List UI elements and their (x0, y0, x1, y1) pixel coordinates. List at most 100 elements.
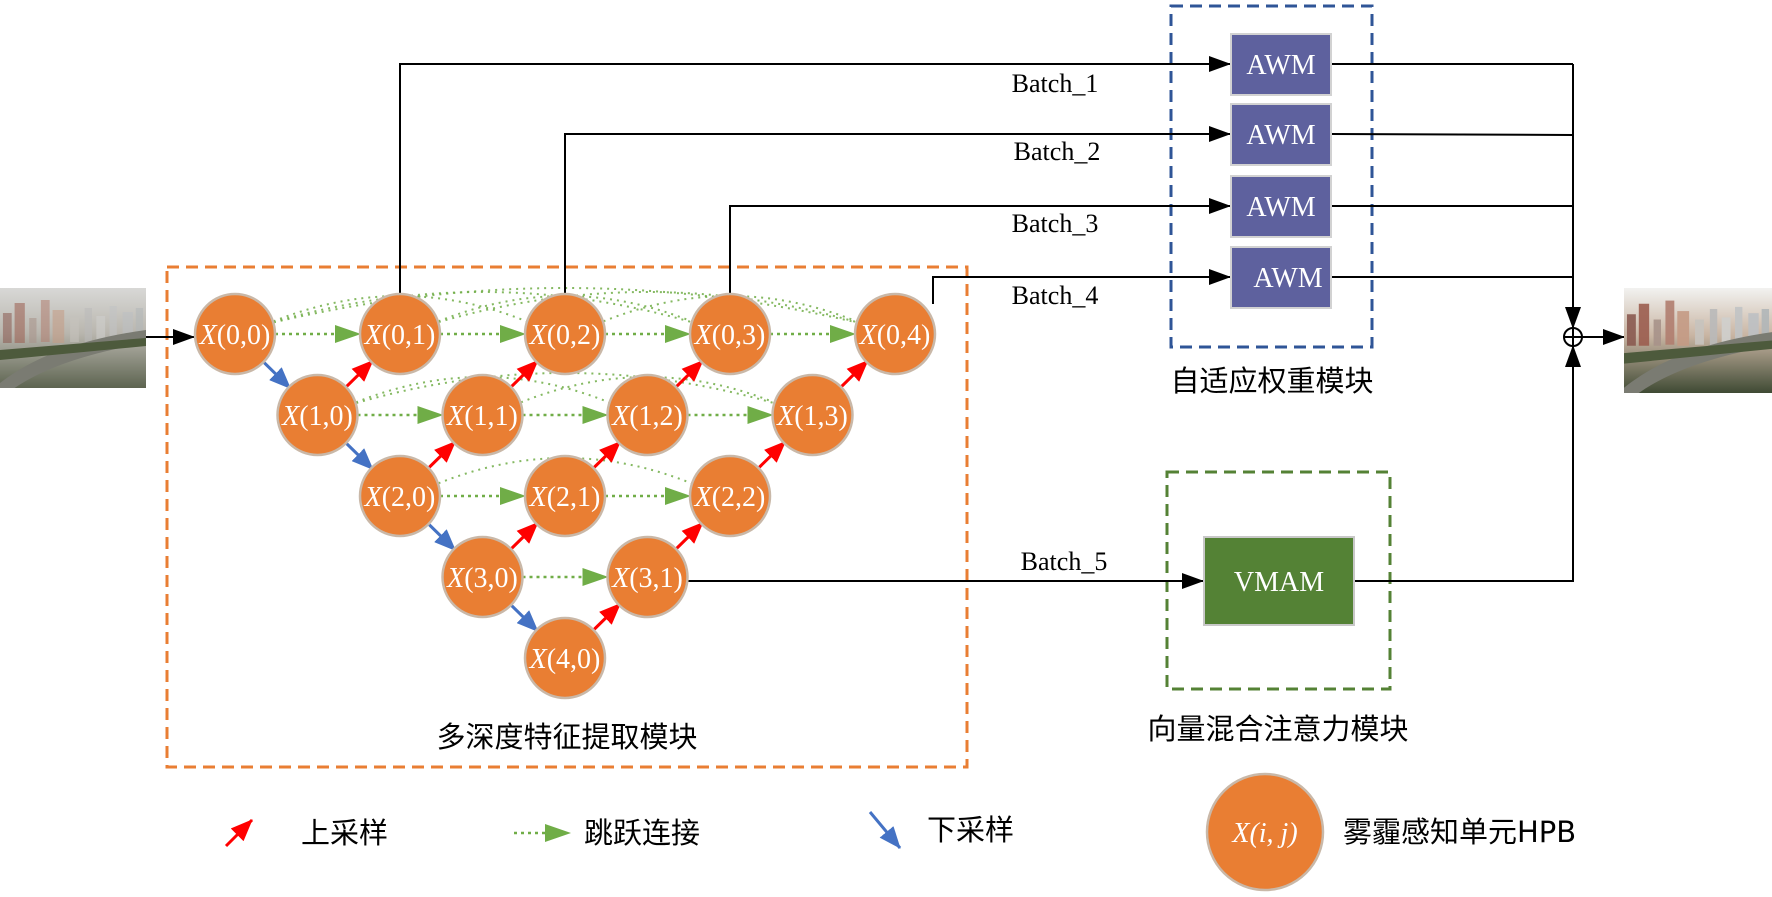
downsample-arrow (508, 602, 539, 633)
awm-block-label: AWM (1246, 120, 1315, 151)
vmam-output-line (1354, 345, 1581, 582)
vmam-block[interactable]: VMAM (1203, 536, 1355, 626)
node-label: X(1,0) (281, 401, 353, 432)
node-label: X(4,0) (529, 644, 601, 675)
trees (1624, 340, 1772, 364)
node-label: X(1,3) (776, 401, 848, 432)
upsample-arrow (508, 359, 539, 390)
node-circle (193, 292, 277, 376)
dense-skip-arc (596, 295, 864, 325)
legend-downsample-label: 下采样 (927, 813, 1014, 847)
hpb-node-x04[interactable]: X(0,4) (853, 292, 937, 376)
building (135, 308, 144, 342)
building (29, 318, 37, 343)
awm-block-label: AWM (1246, 50, 1315, 81)
awm-output-line (1330, 133, 1574, 136)
hpb-node-x13[interactable]: X(1,3) (771, 373, 854, 457)
awm-block-4[interactable]: AWM (1230, 246, 1332, 309)
node-circle (688, 454, 772, 538)
node-circle (358, 292, 442, 376)
hpb-node-x02[interactable]: X(0,2) (523, 292, 607, 376)
node-label: X(0,1) (364, 320, 436, 351)
upsample-arrow (673, 521, 704, 552)
downsample-arrow (426, 521, 457, 552)
output-dehazed-image (1624, 288, 1772, 393)
building (1761, 309, 1770, 345)
node-label: X(2,2) (694, 482, 766, 513)
downsample-arrow (261, 359, 292, 390)
vmam-block-rect (1203, 536, 1355, 626)
node-circle (688, 292, 772, 376)
hpb-node-x03[interactable]: X(0,3) (688, 292, 772, 376)
building (1735, 306, 1743, 347)
node-circle (853, 292, 937, 376)
upsample-arrow (426, 440, 457, 471)
hpb-node-x22[interactable]: X(2,2) (688, 454, 772, 538)
node-label: X(2,0) (364, 482, 436, 513)
downsample-arrow (343, 440, 374, 471)
dense-skip-arc (349, 376, 616, 406)
node-circle (276, 373, 359, 457)
building (109, 306, 117, 344)
hpb-node-x40[interactable]: X(4,0) (523, 616, 607, 700)
awm-block-label: AWM (1253, 263, 1322, 294)
hpb-node-x01[interactable]: X(0,1) (358, 292, 442, 376)
upsample-arrow (343, 359, 374, 390)
node-circle (606, 535, 689, 619)
node-circle (771, 373, 854, 457)
awm-block-3[interactable]: AWM (1230, 175, 1332, 238)
hpb-node-x12[interactable]: X(1,2) (606, 373, 689, 457)
mdfe-module-box (165, 265, 969, 769)
legend-upsample-label: 上采样 (301, 816, 388, 850)
building (1665, 300, 1675, 345)
trees (0, 338, 146, 360)
hpb-node-x10[interactable]: X(1,0) (276, 373, 359, 457)
building (1638, 303, 1650, 346)
upsample-arrow (838, 359, 869, 390)
hpb-node-x11[interactable]: X(1,1) (441, 373, 524, 457)
node-label: X(2,1) (529, 482, 601, 513)
batch-label-3: Batch_3 (1012, 209, 1099, 238)
node-circle (523, 454, 607, 538)
batch-label-1: Batch_1 (1012, 69, 1099, 98)
batch-label-4: Batch_4 (1012, 281, 1099, 310)
legend-hpb-unit-icon: X(i, j) (1205, 772, 1325, 892)
awm-module-title: 自适应权重模块 (1170, 364, 1374, 398)
awm-block-rect (1230, 175, 1332, 238)
hpb-node-x00[interactable]: X(0,0) (193, 292, 277, 376)
building (70, 318, 79, 342)
mdfe-module-title: 多深度特征提取模块 (436, 720, 698, 754)
building (40, 300, 50, 342)
batch-connection-4 (932, 269, 1231, 304)
building (14, 303, 25, 343)
awm-block-rect (1230, 33, 1332, 96)
legend-skip-label: 跳跃连接 (584, 816, 700, 850)
hpb-node-x21[interactable]: X(2,1) (523, 454, 607, 538)
upsample-arrow (673, 359, 704, 390)
building (1653, 319, 1661, 346)
awm-block-rect (1230, 103, 1332, 166)
hpb-node-x30[interactable]: X(3,0) (441, 535, 524, 619)
batch-connection-3 (729, 198, 1231, 294)
awm-block-label: AWM (1246, 192, 1315, 223)
node-circle (358, 454, 442, 538)
dense-skip-arc (266, 291, 699, 325)
node-label: X(0,0) (199, 320, 271, 351)
vmam-module-title: 向量混合注意力模块 (1147, 712, 1409, 746)
hpb-node-x20[interactable]: X(2,0) (358, 454, 442, 538)
awm-block-1[interactable]: AWM (1230, 33, 1332, 96)
building (122, 312, 133, 342)
input-hazy-image (0, 288, 146, 388)
awm-block-2[interactable]: AWM (1230, 103, 1332, 166)
building (96, 316, 106, 342)
dense-skip-arc (431, 291, 864, 325)
building (52, 310, 65, 343)
building (1695, 319, 1704, 345)
hpb-node-x31[interactable]: X(3,1) (606, 535, 689, 619)
node-label: X(3,1) (611, 563, 683, 594)
node-label: X(0,2) (529, 320, 601, 351)
vmam-block-label: VMAM (1234, 567, 1324, 598)
awm-module-box (1169, 4, 1374, 349)
